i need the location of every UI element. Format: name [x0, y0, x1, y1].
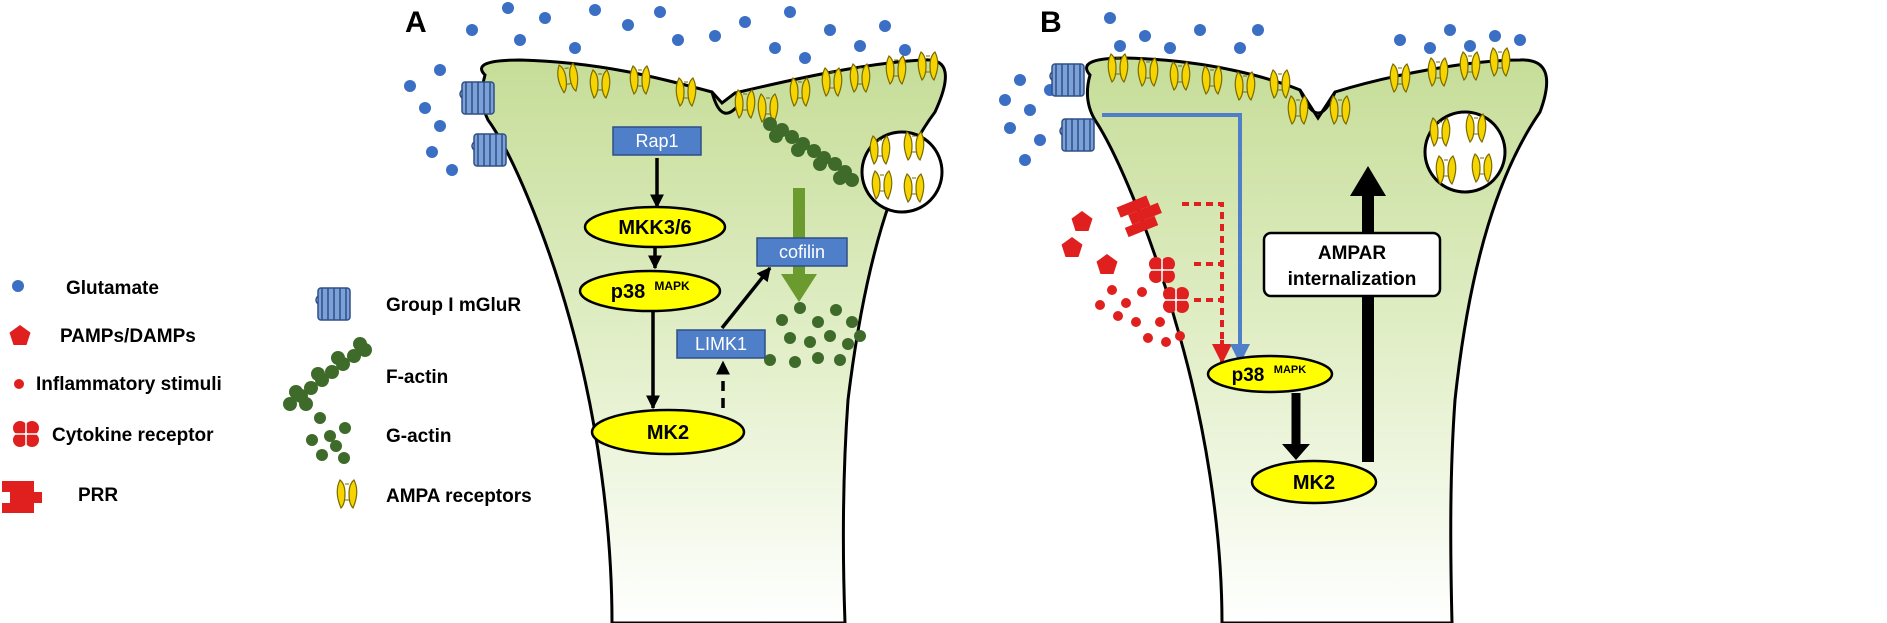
p38-sup-a: MAPK [654, 279, 690, 293]
limk1-label: LIMK1 [695, 334, 747, 354]
p38-oval-b [1206, 354, 1334, 394]
legend-prr-label: PRR [78, 485, 118, 506]
legend-g-actin-icon [306, 412, 351, 464]
panel-a-pathway: Rap1 MKK3/6 p38 MAPK MK2 LIMK1 cofilin [578, 126, 848, 456]
legend-pamps-label: PAMPs/DAMPs [60, 326, 196, 347]
cofilin-box [756, 237, 848, 267]
p38-label-a: p38 [611, 281, 645, 303]
f-actin-filament [763, 117, 859, 187]
p38-oval-a [578, 269, 722, 313]
mkk-oval [583, 205, 727, 249]
legend-ampa-label: AMPA receptors [386, 486, 532, 507]
ampar-internalization-box [1262, 231, 1442, 298]
mk2-oval-b [1250, 459, 1378, 505]
p38-sup-b: MAPK [1274, 364, 1306, 376]
cofilin-label: cofilin [779, 242, 825, 262]
ampar-internalization-line2: internalization [1288, 269, 1417, 290]
legend: Glutamate PAMPs/DAMPs Inflammatory stimu… [2, 278, 532, 513]
legend-glutamate-icon [12, 280, 24, 292]
limk1-box [676, 329, 766, 359]
mkk-label: MKK3/6 [618, 217, 691, 239]
mk2-oval-a [590, 408, 746, 456]
panel-b-pathway: p38 MAPK MK2 AMPAR internalization [1061, 113, 1442, 505]
rap1-label: Rap1 [635, 131, 678, 151]
spine-panel-b [1085, 56, 1549, 623]
legend-prr-icon [2, 481, 42, 513]
legend-f-actin-icon [283, 337, 372, 411]
legend-ampa-icon [336, 479, 358, 509]
ampar-internalization-line1: AMPAR [1318, 243, 1387, 264]
legend-glutamate-label: Glutamate [66, 278, 159, 299]
legend-f-actin-label: F-actin [386, 367, 448, 388]
legend-mglur-icon [315, 287, 351, 321]
legend-g-actin-label: G-actin [386, 426, 451, 447]
legend-mglur-label: Group I mGluR [386, 295, 521, 316]
legend-inflammatory-icon [14, 379, 24, 389]
legend-cytokine-icon [12, 420, 40, 448]
panel-b-label: B [1040, 6, 1062, 39]
legend-cytokine-label: Cytokine receptor [52, 425, 214, 446]
legend-pamp-icon [9, 325, 31, 345]
panel-a-label: A [405, 6, 427, 39]
rap1-box [612, 126, 702, 156]
mk2-label-b: MK2 [1293, 472, 1335, 494]
legend-inflammatory-label: Inflammatory stimuli [36, 374, 222, 395]
glutamate-dots [404, 2, 1526, 176]
p38-label-b: p38 [1232, 365, 1265, 386]
g-actin-monomers [764, 302, 866, 368]
mk2-label-a: MK2 [647, 422, 689, 444]
